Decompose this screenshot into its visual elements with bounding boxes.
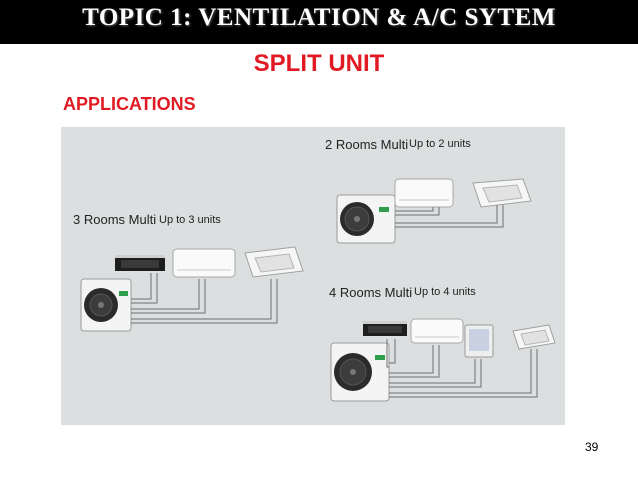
outdoor-unit-2rooms: [336, 194, 396, 244]
floor-unit-4rooms: [464, 324, 494, 358]
section-heading: APPLICATIONS: [63, 94, 196, 114]
group-2-capacity: Up to 2 units: [409, 138, 471, 150]
group-4-capacity: Up to 4 units: [414, 286, 476, 298]
cassette-unit-4rooms: [512, 324, 556, 350]
piping-4rooms: [386, 339, 538, 398]
multi-split-diagram: 2 Rooms Multi Up to 2 units 3 Rooms Mult…: [61, 127, 565, 425]
slide-title: TOPIC 1: VENTILATION & A/C SYTEM: [82, 4, 556, 31]
outdoor-unit-4rooms: [330, 342, 390, 402]
ducted-unit-4rooms: [363, 321, 407, 336]
wall-unit-2rooms: [394, 178, 454, 208]
group-2-name: 2 Rooms Multi: [325, 137, 408, 152]
cassette-unit-2rooms: [472, 178, 532, 208]
cassette-unit-3rooms: [244, 246, 304, 278]
piping-3rooms: [131, 273, 278, 324]
outdoor-unit-3rooms: [80, 278, 132, 332]
piping-2rooms: [395, 205, 504, 228]
ducted-unit-3rooms: [115, 255, 165, 271]
wall-unit-3rooms: [172, 248, 236, 278]
group-3-name: 3 Rooms Multi: [73, 212, 156, 227]
page-number: 39: [585, 440, 599, 454]
wall-unit-4rooms: [410, 318, 464, 344]
header-bar: TOPIC 1: VENTILATION & A/C SYTEM: [0, 0, 638, 44]
slide-subtitle: SPLIT UNIT: [253, 50, 385, 77]
group-3-capacity: Up to 3 units: [159, 214, 221, 226]
diagram-canvas: 2 Rooms Multi Up to 2 units 3 Rooms Mult…: [73, 137, 556, 402]
group-4-name: 4 Rooms Multi: [329, 285, 412, 300]
